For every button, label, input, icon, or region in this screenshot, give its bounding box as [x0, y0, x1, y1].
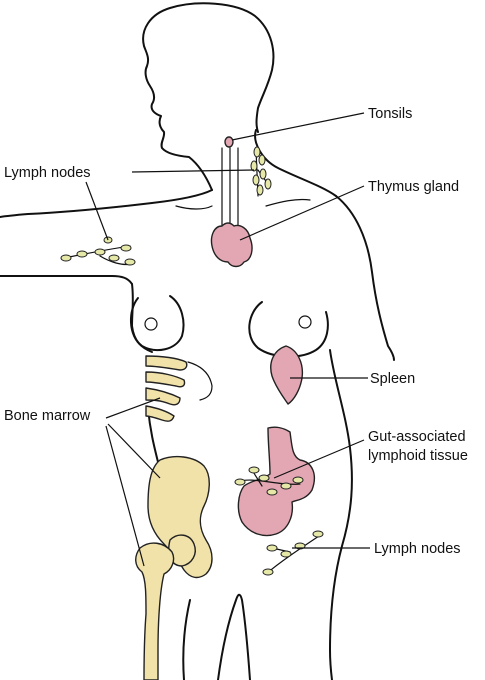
label-thymus: Thymus gland	[368, 179, 459, 195]
tonsil	[224, 136, 234, 148]
right-waist-outline	[329, 349, 353, 680]
right-side-outline	[335, 195, 395, 361]
rib-2	[145, 371, 186, 388]
head-outline	[142, 2, 275, 191]
right-nipple	[298, 315, 312, 329]
gut-node	[248, 466, 260, 474]
groin-node	[266, 544, 278, 552]
neck-node	[250, 160, 258, 172]
label-lymph-nodes-upper: Lymph nodes	[4, 165, 91, 181]
armpit-node	[60, 254, 72, 262]
neck-node	[264, 178, 272, 190]
labels: Tonsils Lymph nodes Thymus gland Spleen …	[4, 106, 468, 557]
neck-back	[254, 129, 337, 197]
label-lymph-nodes-lower: Lymph nodes	[374, 541, 461, 557]
gut-node	[292, 476, 304, 484]
leader-galt	[273, 439, 365, 479]
lymph-nodes-groin	[262, 530, 324, 576]
left-nipple	[144, 317, 158, 331]
leader-bone-marrow-femur	[105, 425, 145, 567]
body-outline	[0, 2, 395, 680]
leader-tonsils	[231, 112, 365, 141]
left-shoulder-arm-top	[0, 189, 213, 218]
armpit-node	[124, 258, 136, 266]
bones	[135, 355, 213, 680]
neck-node	[252, 174, 260, 186]
chest-contour	[187, 361, 213, 401]
gut-node	[266, 488, 278, 496]
neck-node	[258, 154, 266, 166]
leader-lymph-nodes-upper-armpit	[85, 181, 109, 241]
armpit-node	[94, 248, 106, 256]
left-collarbone	[175, 205, 213, 210]
thymus-gland	[210, 222, 253, 268]
rib-3	[145, 387, 181, 406]
ribs	[145, 355, 188, 422]
lymph-nodes-armpit	[60, 236, 136, 266]
armpit-node	[120, 244, 132, 252]
leader-bone-marrow-ribs	[105, 397, 161, 419]
label-bone-marrow: Bone marrow	[4, 408, 91, 424]
arm-underside	[0, 274, 133, 285]
organs	[210, 136, 316, 537]
label-galt-line2: lymphoid tissue	[368, 448, 468, 464]
neck-node	[259, 168, 267, 180]
label-tonsils: Tonsils	[368, 106, 412, 122]
groin-node	[262, 568, 274, 576]
gut-node	[234, 478, 246, 486]
armpit-node	[108, 254, 120, 262]
label-galt-line1: Gut-associated	[368, 429, 466, 445]
groin-node	[312, 530, 324, 538]
leader-lines	[85, 112, 370, 567]
leader-thymus	[239, 185, 365, 241]
left-thigh-outline	[182, 599, 191, 680]
femur	[135, 542, 175, 680]
groin-node	[280, 550, 292, 558]
lymph-nodes-neck	[250, 146, 272, 197]
neck-node	[256, 184, 264, 196]
pelvis	[147, 455, 213, 579]
gut-node	[258, 474, 270, 482]
left-breast	[130, 295, 185, 352]
armpit-node	[76, 250, 88, 258]
leader-bone-marrow-pelvis	[107, 423, 161, 479]
crotch-outline	[217, 593, 251, 680]
leader-lymph-nodes-upper-neck	[131, 169, 255, 173]
label-spleen: Spleen	[370, 371, 415, 387]
lymph-nodes-gut	[234, 466, 304, 496]
gut-node	[280, 482, 292, 490]
right-collarbone	[265, 198, 311, 207]
rib-4	[145, 405, 175, 422]
groin-vessel	[265, 533, 323, 575]
spleen	[270, 345, 304, 405]
neck-node	[253, 146, 261, 158]
rib-1	[145, 355, 188, 371]
